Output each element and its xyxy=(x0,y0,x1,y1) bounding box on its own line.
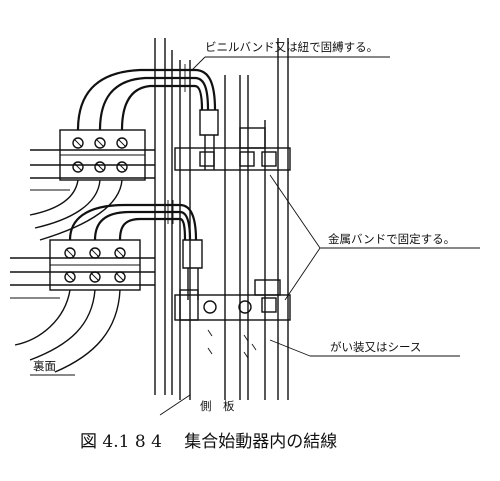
vinyl-band-label: ビニルバンド又は紐で固縛する。 xyxy=(205,40,378,54)
lower-metal-band xyxy=(174,279,291,321)
side-panel-label: 側 板 xyxy=(200,399,235,413)
upper-rail xyxy=(30,149,155,191)
upper-metal-band xyxy=(174,127,291,171)
lower-terminal-block xyxy=(49,239,141,291)
lower-rail xyxy=(10,257,155,299)
upper-wire-bundle xyxy=(29,64,219,241)
upper-terminal-block xyxy=(59,129,146,181)
leader-lines xyxy=(30,56,480,416)
figure-caption: 図 4.1 8 4 集合始動器内の結線 xyxy=(80,432,337,452)
lower-wire-bundle xyxy=(14,200,203,373)
sheath-marks xyxy=(207,329,257,359)
metal-band-label: 金属バンドで固定する。 xyxy=(328,232,455,246)
back-side-label: 裏面 xyxy=(33,359,56,373)
sheath-label: がい装又はシース xyxy=(330,340,421,354)
